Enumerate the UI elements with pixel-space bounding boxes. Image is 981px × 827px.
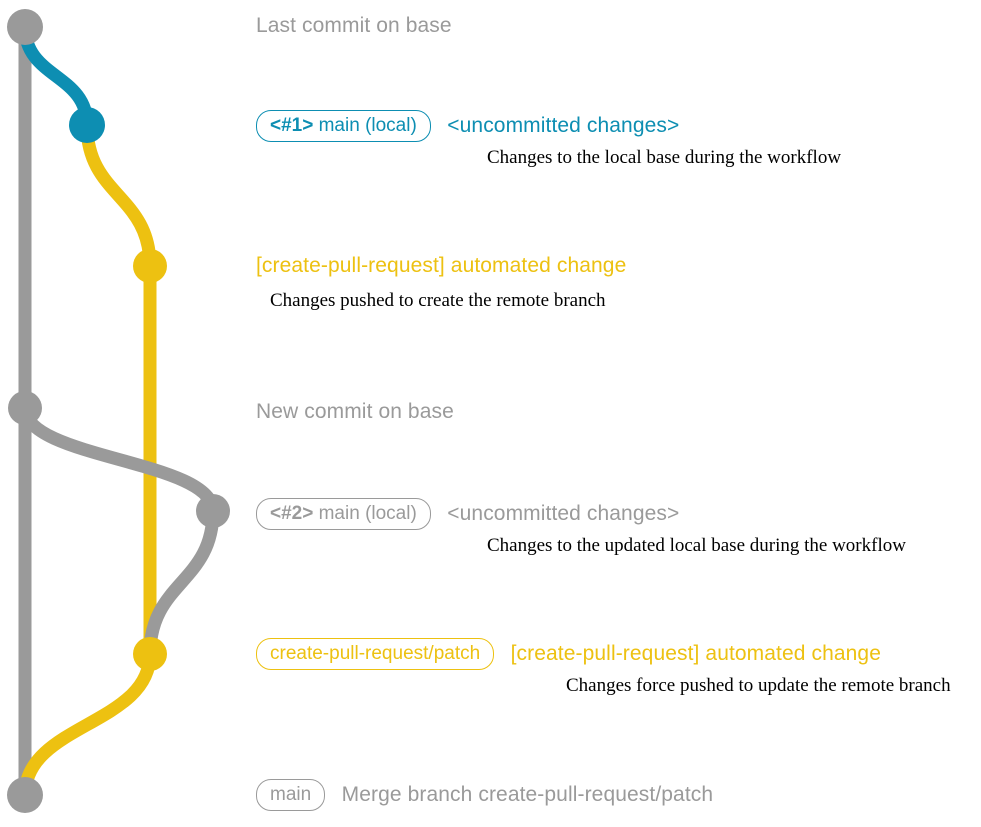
node-merge-commit-main <box>7 777 43 813</box>
badge-ref-name: create-pull-request/patch <box>270 643 481 664</box>
row-automated-change-1: [create-pull-request] automated change <box>256 254 626 278</box>
badge-ref-name: main <box>270 784 312 805</box>
badge-ref-marker: <#1> <box>270 115 314 136</box>
badge-main[interactable]: main <box>256 779 326 811</box>
badge-ref-name: main (local) <box>313 503 417 524</box>
node-base-commit-top <box>7 9 43 45</box>
row-commit-1-local: <#1> main (local) <uncommitted changes> <box>256 110 679 142</box>
description-commit-2-local: Changes to the updated local base during… <box>487 535 906 556</box>
row-last-commit-on-base: Last commit on base <box>256 14 452 38</box>
edge-commit1-to-automated1 <box>80 118 157 273</box>
badge-commit-1-local[interactable]: <#1> main (local) <box>256 110 431 142</box>
node-commit-1-local <box>69 107 105 143</box>
caption-last-commit-on-base: Last commit on base <box>256 14 452 37</box>
badge-ref-name: main (local) <box>313 115 417 136</box>
node-automated-change-2 <box>133 637 167 671</box>
subject-commit-1-local: <uncommitted changes> <box>447 114 680 137</box>
edge-commit2-to-automated2 <box>143 504 220 661</box>
edge-base2-to-commit2 <box>18 401 220 518</box>
badge-create-pull-request-patch[interactable]: create-pull-request/patch <box>256 638 495 670</box>
caption-new-commit-on-base: New commit on base <box>256 400 454 423</box>
badge-commit-2-local[interactable]: <#2> main (local) <box>256 498 431 530</box>
description-automated-change-2: Changes force pushed to update the remot… <box>566 675 951 696</box>
badge-ref-marker: <#2> <box>270 503 314 524</box>
node-commit-2-local <box>196 494 230 528</box>
node-automated-change-1 <box>133 249 167 283</box>
subject-automated-change-2: [create-pull-request] automated change <box>510 642 881 665</box>
subject-automated-change-1: [create-pull-request] automated change <box>256 254 627 277</box>
row-automated-change-2: create-pull-request/patch [create-pull-r… <box>256 638 881 670</box>
subject-merge-commit-main: Merge branch create-pull-request/patch <box>341 783 714 806</box>
edge-automated2-to-merge <box>18 647 157 802</box>
description-commit-1-local: Changes to the local base during the wor… <box>487 147 842 168</box>
description-automated-change-1: Changes pushed to create the remote bran… <box>270 290 606 311</box>
row-new-commit-on-base: New commit on base <box>256 400 454 424</box>
row-commit-2-local: <#2> main (local) <uncommitted changes> <box>256 498 679 530</box>
row-merge-commit-main: main Merge branch create-pull-request/pa… <box>256 779 713 811</box>
subject-commit-2-local: <uncommitted changes> <box>447 502 680 525</box>
node-base-commit-new <box>8 391 42 425</box>
